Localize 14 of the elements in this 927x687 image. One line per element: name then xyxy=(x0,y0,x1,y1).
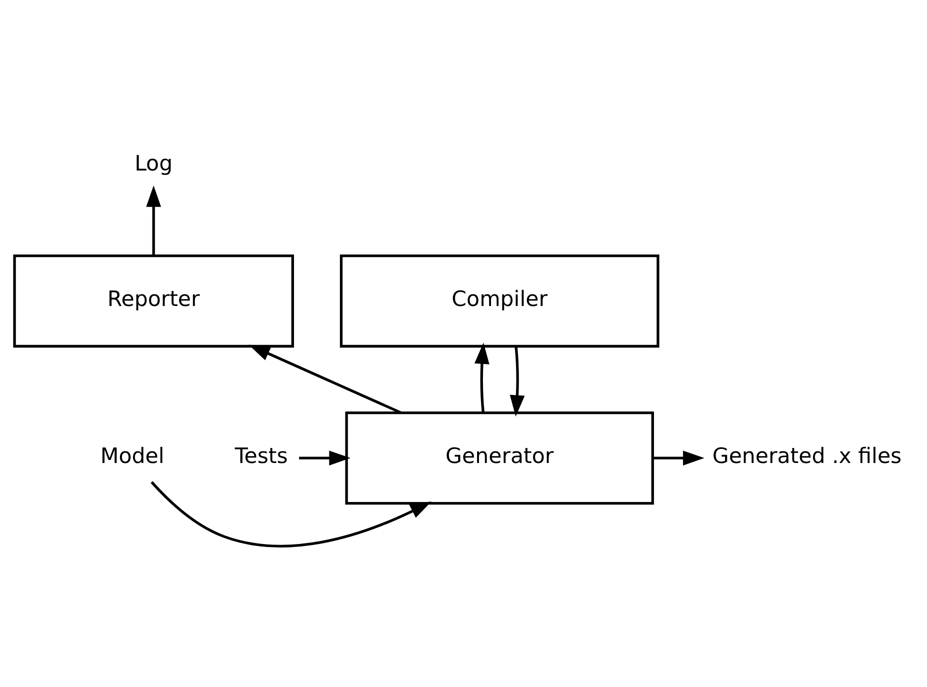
node-text: Log xyxy=(134,150,172,176)
arrow xyxy=(652,450,704,465)
node-box: Generator xyxy=(344,410,654,504)
arrow xyxy=(150,480,431,547)
node-text: Tests xyxy=(234,444,288,469)
arrow xyxy=(298,450,350,465)
node-box: Compiler xyxy=(339,254,659,348)
arrow xyxy=(248,344,401,414)
node-text: Generated .x files xyxy=(712,444,902,469)
arrow xyxy=(146,185,161,256)
node-box: Reporter xyxy=(12,254,294,348)
node-text: Model xyxy=(100,444,164,469)
arrow xyxy=(474,342,489,412)
arrow xyxy=(509,346,524,416)
